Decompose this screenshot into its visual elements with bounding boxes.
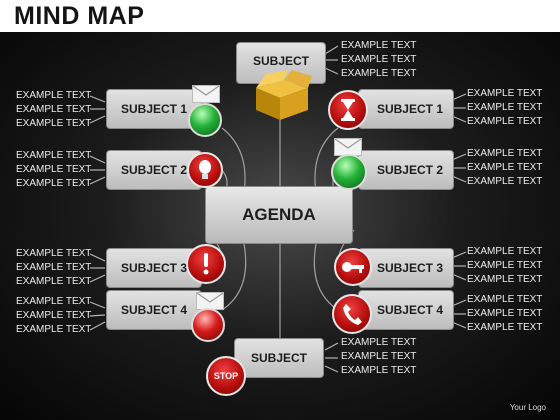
right-subject-2-label: SUBJECT 2 [376, 163, 443, 177]
example-text: EXAMPLE TEXT [467, 274, 543, 285]
traffic-light-green-icon-right [331, 154, 367, 190]
example-text: EXAMPLE TEXT [16, 178, 92, 189]
top-subject-label: SUBJECT [252, 54, 309, 68]
example-text: EXAMPLE TEXT [467, 88, 543, 99]
left-subject-3-label: SUBJECT 3 [121, 261, 188, 275]
traffic-light-red-icon [191, 308, 225, 342]
page-title: MIND MAP [14, 2, 145, 30]
example-text: EXAMPLE TEXT [467, 260, 543, 271]
footer-logo-text: Your Logo [509, 403, 546, 412]
left-subject-1-box: SUBJECT 1 [106, 89, 202, 129]
left-1-texts: EXAMPLE TEXT EXAMPLE TEXT EXAMPLE TEXT [16, 89, 91, 131]
example-text: EXAMPLE TEXT [16, 310, 92, 321]
left-4-texts: EXAMPLE TEXT EXAMPLE TEXT EXAMPLE TEXT [16, 295, 91, 337]
left-2-texts: EXAMPLE TEXT EXAMPLE TEXT EXAMPLE TEXT [16, 149, 91, 191]
example-text: EXAMPLE TEXT [467, 246, 543, 257]
left-subject-1-label: SUBJECT 1 [121, 102, 188, 116]
box-icon [256, 70, 312, 120]
right-subject-4-box: SUBJECT 4 [358, 290, 454, 330]
example-text: EXAMPLE TEXT [16, 150, 92, 161]
example-text: EXAMPLE TEXT [16, 276, 92, 287]
left-3-texts: EXAMPLE TEXT EXAMPLE TEXT EXAMPLE TEXT [16, 247, 91, 289]
agenda-label: AGENDA [242, 205, 316, 224]
right-subject-1-box: SUBJECT 1 [358, 89, 454, 129]
envelope-icon-left-1 [192, 85, 220, 103]
bottom-subject-box: SUBJECT [234, 338, 324, 378]
example-text: EXAMPLE TEXT [467, 162, 543, 173]
exclamation-icon [186, 244, 226, 284]
example-text: EXAMPLE TEXT [467, 176, 543, 187]
left-subject-4-box: SUBJECT 4 [106, 290, 202, 330]
right-subject-2-box: SUBJECT 2 [358, 150, 454, 190]
example-text: EXAMPLE TEXT [341, 54, 417, 65]
bottom-subject-texts: EXAMPLE TEXT EXAMPLE TEXT EXAMPLE TEXT [341, 336, 416, 378]
top-subject-texts: EXAMPLE TEXT EXAMPLE TEXT EXAMPLE TEXT [341, 39, 416, 81]
hourglass-icon [328, 90, 368, 130]
example-text: EXAMPLE TEXT [467, 102, 543, 113]
example-text: EXAMPLE TEXT [16, 262, 92, 273]
example-text: EXAMPLE TEXT [16, 164, 92, 175]
example-text: EXAMPLE TEXT [341, 365, 417, 376]
example-text: EXAMPLE TEXT [16, 296, 92, 307]
example-text: EXAMPLE TEXT [16, 90, 92, 101]
example-text: EXAMPLE TEXT [16, 118, 92, 129]
example-text: EXAMPLE TEXT [341, 68, 417, 79]
example-text: EXAMPLE TEXT [16, 248, 92, 259]
bottom-subject-label: SUBJECT [250, 351, 307, 365]
example-text: EXAMPLE TEXT [16, 324, 92, 335]
phone-icon [332, 294, 372, 334]
example-text: EXAMPLE TEXT [467, 308, 543, 319]
agenda-box: AGENDA [205, 186, 353, 244]
example-text: EXAMPLE TEXT [467, 116, 543, 127]
right-3-texts: EXAMPLE TEXT EXAMPLE TEXT EXAMPLE TEXT [467, 245, 542, 287]
right-1-texts: EXAMPLE TEXT EXAMPLE TEXT EXAMPLE TEXT [467, 87, 542, 129]
key-icon [334, 248, 372, 286]
right-subject-3-box: SUBJECT 3 [358, 248, 454, 288]
right-4-texts: EXAMPLE TEXT EXAMPLE TEXT EXAMPLE TEXT [467, 293, 542, 335]
traffic-light-green-icon [188, 103, 222, 137]
left-subject-2-label: SUBJECT 2 [121, 163, 188, 177]
example-text: EXAMPLE TEXT [16, 104, 92, 115]
example-text: EXAMPLE TEXT [467, 148, 543, 159]
stop-icon: STOP [206, 356, 246, 396]
lightbulb-icon [187, 152, 223, 188]
right-2-texts: EXAMPLE TEXT EXAMPLE TEXT EXAMPLE TEXT [467, 147, 542, 189]
left-subject-4-label: SUBJECT 4 [121, 303, 188, 317]
example-text: EXAMPLE TEXT [341, 337, 417, 348]
right-subject-4-label: SUBJECT 4 [376, 303, 443, 317]
example-text: EXAMPLE TEXT [467, 294, 543, 305]
example-text: EXAMPLE TEXT [467, 322, 543, 333]
stop-label: STOP [213, 371, 239, 381]
example-text: EXAMPLE TEXT [341, 40, 417, 51]
header-bar: MIND MAP [0, 0, 560, 32]
right-subject-1-label: SUBJECT 1 [376, 102, 443, 116]
example-text: EXAMPLE TEXT [341, 351, 417, 362]
right-subject-3-label: SUBJECT 3 [376, 261, 443, 275]
